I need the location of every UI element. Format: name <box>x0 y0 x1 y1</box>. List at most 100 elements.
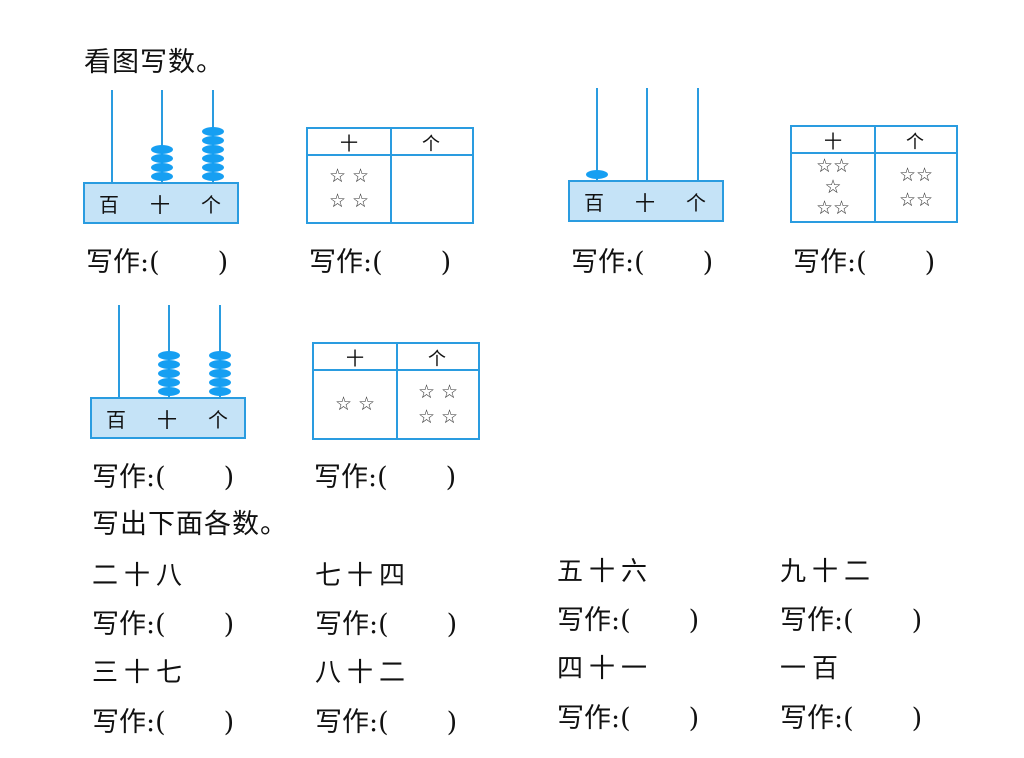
answer-blank[interactable]: 写作:() <box>315 700 457 739</box>
abacus-bead-ones <box>202 136 224 145</box>
table-cell-tens: ☆☆ ☆ ☆☆ <box>792 154 874 221</box>
abacus-label-hundreds: 百 <box>106 408 126 432</box>
table-header-ones: 个 <box>906 132 924 153</box>
abacus-bead-tens <box>151 172 173 181</box>
answer-blank[interactable]: 写作:() <box>557 696 699 735</box>
answer-close: ) <box>702 247 714 278</box>
star-row: ☆☆ <box>815 196 851 219</box>
table-cell-ones: ☆☆ ☆☆ <box>876 154 956 221</box>
answer-label: 写作:( <box>315 609 389 640</box>
abacus-2: 百 十 个 <box>568 88 728 222</box>
answer-close: ) <box>446 609 458 640</box>
answer-close: ) <box>911 605 923 636</box>
abacus-bead-tens <box>158 351 180 360</box>
answer-label: 写作:( <box>92 609 166 640</box>
abacus-label-ones: 个 <box>686 191 706 215</box>
answer-label: 写作:( <box>309 247 383 278</box>
abacus-bead-tens <box>151 163 173 172</box>
abacus-rod-hundreds <box>596 88 598 188</box>
answer-label: 写作:( <box>315 707 389 738</box>
abacus-bead-ones <box>209 378 231 387</box>
answer-label: 写作:( <box>557 605 631 636</box>
table-cell-ones <box>392 156 472 222</box>
answer-blank[interactable]: 写作:() <box>92 455 234 494</box>
answer-blank[interactable]: 写作:() <box>92 602 234 641</box>
answer-blank[interactable]: 写作:() <box>793 240 935 279</box>
table-divider <box>874 127 876 221</box>
table-cell-tens: ☆ ☆ ☆ ☆ <box>308 156 390 222</box>
abacus-bead-ones <box>209 369 231 378</box>
abacus-base <box>83 182 239 224</box>
abacus-bead-ones <box>202 163 224 172</box>
abacus-bead-tens <box>158 369 180 378</box>
answer-blank[interactable]: 写作:() <box>314 455 456 494</box>
star-row: ☆ ☆ <box>328 190 370 212</box>
answer-label: 写作:( <box>92 462 166 493</box>
answer-label: 写作:( <box>557 703 631 734</box>
answer-close: ) <box>223 462 235 493</box>
answer-close: ) <box>445 462 457 493</box>
answer-close: ) <box>217 247 229 278</box>
answer-blank[interactable]: 写作:() <box>571 240 713 279</box>
abacus-label-tens: 十 <box>157 408 177 432</box>
abacus-bead-ones <box>202 154 224 163</box>
star-row: ☆ ☆ <box>328 165 370 188</box>
table-header-ones: 个 <box>422 134 440 155</box>
place-value-table-2: 十 个 ☆☆ ☆ ☆☆ ☆☆ ☆☆ <box>790 125 958 223</box>
abacus-base <box>90 397 246 439</box>
abacus-bead-tens <box>158 360 180 369</box>
section-title-look-and-write: 看图写数。 <box>84 47 224 78</box>
answer-blank[interactable]: 写作:() <box>92 700 234 739</box>
abacus-rod-ones <box>697 88 699 188</box>
answer-close: ) <box>223 707 235 738</box>
abacus-label-hundreds: 百 <box>584 191 604 215</box>
number-word: 四十一 <box>557 654 654 684</box>
table-cell-tens: ☆ ☆ <box>314 371 396 438</box>
star-row: ☆ ☆ <box>417 405 459 428</box>
answer-close: ) <box>440 247 452 278</box>
answer-blank[interactable]: 写作:() <box>309 240 451 279</box>
answer-label: 写作:( <box>92 707 166 738</box>
answer-close: ) <box>688 703 700 734</box>
answer-label: 写作:( <box>571 247 645 278</box>
place-value-table-1: 十 个 ☆ ☆ ☆ ☆ <box>306 127 474 224</box>
answer-close: ) <box>911 703 923 734</box>
table-header-tens: 十 <box>346 349 364 370</box>
place-value-table-3: 十 个 ☆ ☆ ☆ ☆ ☆ ☆ <box>312 342 480 440</box>
abacus-bead-ones <box>202 127 224 136</box>
number-word: 九十二 <box>780 557 877 587</box>
answer-blank[interactable]: 写作:() <box>780 696 922 735</box>
answer-close: ) <box>446 707 458 738</box>
answer-blank[interactable]: 写作:() <box>315 602 457 641</box>
abacus-label-tens: 十 <box>150 193 170 217</box>
abacus-rod-tens <box>646 88 648 188</box>
abacus-1: 百 十 个 <box>83 90 243 224</box>
abacus-rod-hundreds <box>118 305 120 405</box>
star-row: ☆☆ <box>898 188 934 211</box>
abacus-label-ones: 个 <box>208 408 228 432</box>
abacus-bead-tens <box>151 154 173 163</box>
number-word: 三十七 <box>92 658 189 688</box>
answer-label: 写作:( <box>780 605 854 636</box>
answer-blank[interactable]: 写作:() <box>780 598 922 637</box>
answer-close: ) <box>924 247 936 278</box>
answer-close: ) <box>223 609 235 640</box>
answer-blank[interactable]: 写作:() <box>86 240 228 279</box>
abacus-3: 百 十 个 <box>90 305 250 439</box>
table-divider <box>396 344 398 438</box>
abacus-bead-hundreds <box>586 170 608 179</box>
abacus-label-tens: 十 <box>635 191 655 215</box>
abacus-bead-tens <box>158 378 180 387</box>
number-word: 八十二 <box>315 658 412 688</box>
table-cell-ones: ☆ ☆ ☆ ☆ <box>398 371 478 438</box>
abacus-bead-ones <box>209 351 231 360</box>
table-divider <box>390 129 392 222</box>
section-title-write-numbers: 写出下面各数。 <box>92 509 288 540</box>
table-header-tens: 十 <box>340 134 358 155</box>
star-row: ☆ ☆ <box>417 380 459 403</box>
star-row: ☆ <box>824 176 842 199</box>
number-word: 一百 <box>780 654 845 684</box>
answer-blank[interactable]: 写作:() <box>557 598 699 637</box>
abacus-bead-tens <box>158 387 180 396</box>
abacus-bead-ones <box>209 360 231 369</box>
